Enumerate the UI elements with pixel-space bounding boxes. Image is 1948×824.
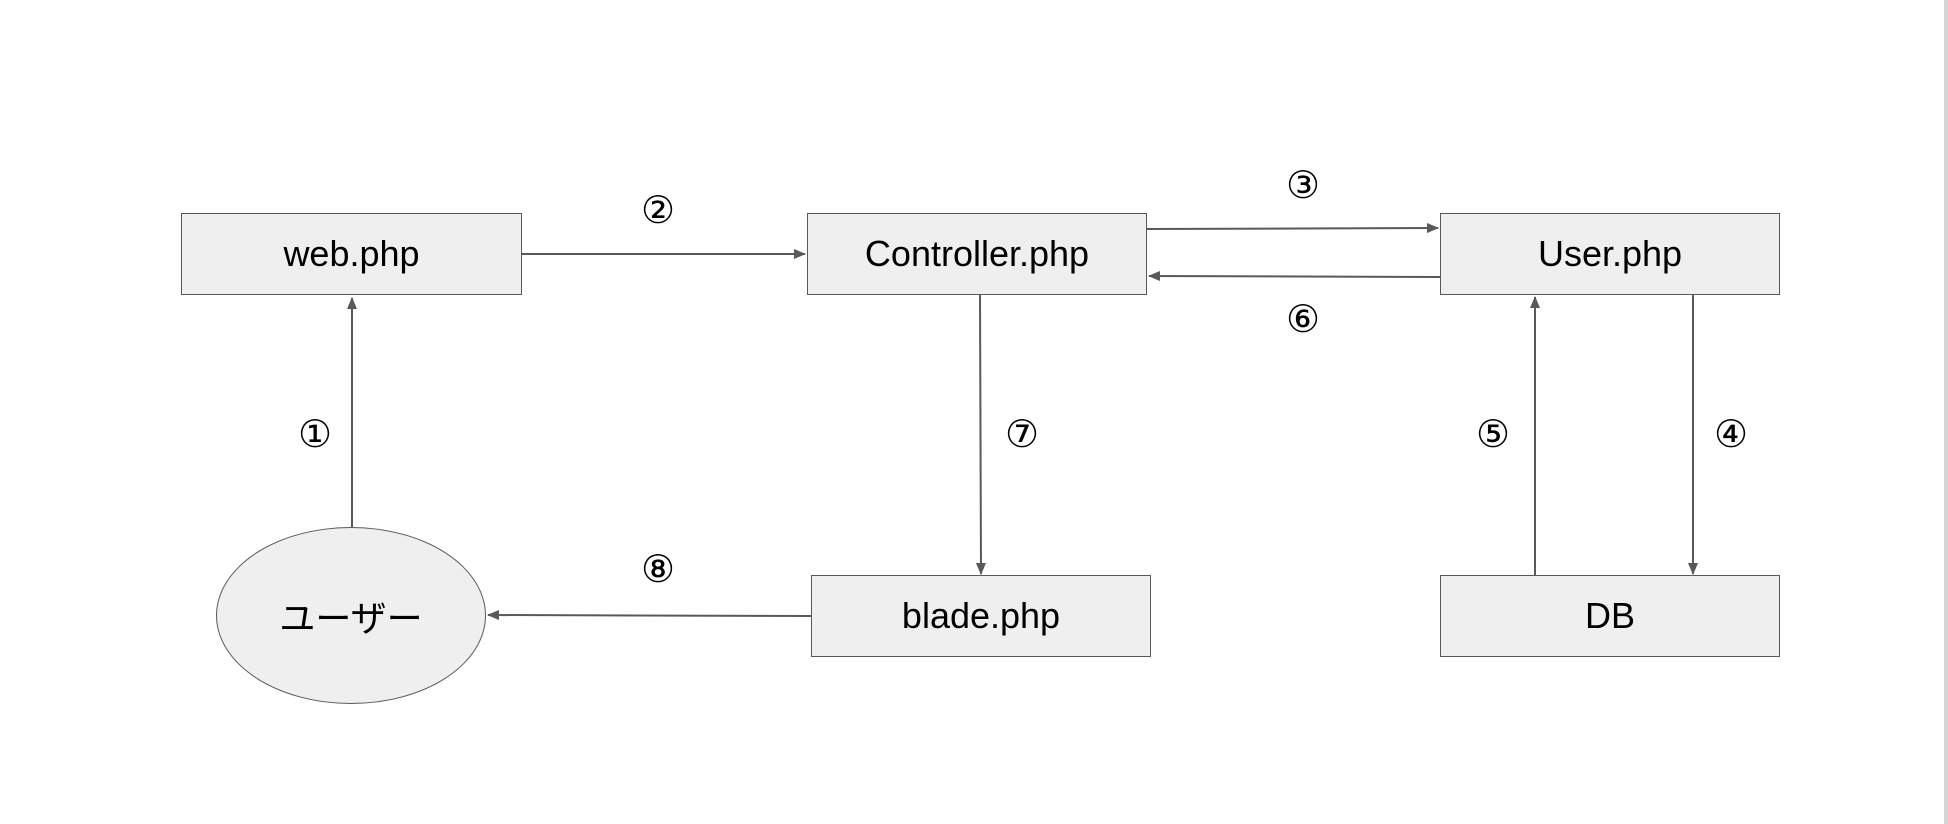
arrow-blade-to-user xyxy=(487,610,812,621)
right-edge-divider xyxy=(1944,0,1948,824)
step-label-1: ① xyxy=(297,412,333,456)
step-label-6: ⑥ xyxy=(1285,297,1321,341)
user-actor-ellipse: ユーザー xyxy=(216,527,486,704)
arrow-user-model-to-controller xyxy=(1148,271,1441,282)
controller-php-box: Controller.php xyxy=(807,213,1147,295)
step-label-3: ③ xyxy=(1285,163,1321,207)
step-label-2: ② xyxy=(640,188,676,232)
db-box: DB xyxy=(1440,575,1780,657)
arrow-controller-to-blade xyxy=(975,294,986,575)
step-label-5: ⑤ xyxy=(1475,412,1511,456)
step-label-8: ⑧ xyxy=(640,547,676,591)
user-php-box: User.php xyxy=(1440,213,1780,295)
arrow-controller-to-user-model xyxy=(1146,223,1439,234)
step-label-7: ⑦ xyxy=(1004,412,1040,456)
blade-php-box: blade.php xyxy=(811,575,1151,657)
web-php-box: web.php xyxy=(181,213,522,295)
step-label-4: ④ xyxy=(1713,412,1749,456)
